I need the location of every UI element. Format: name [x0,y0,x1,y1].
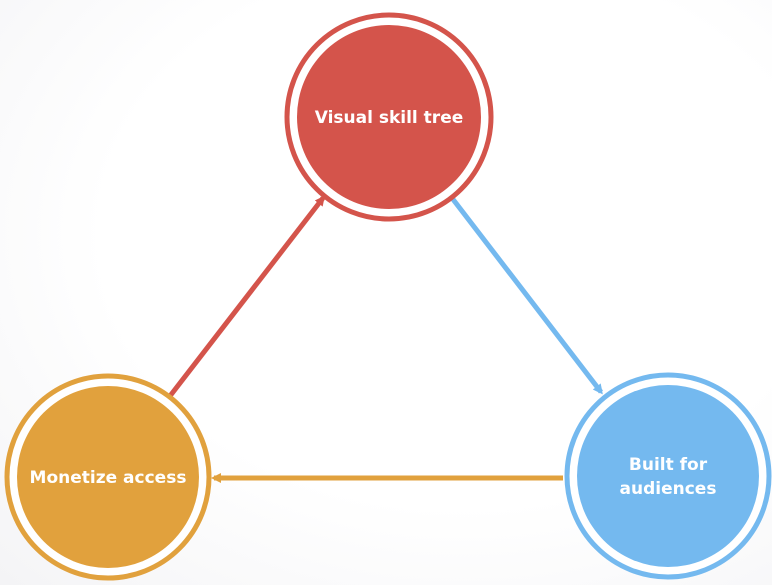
arrow-top-to-right [450,196,603,395]
node-visual-skill-tree: Visual skill tree [284,12,494,222]
node-built-for-audiences-fill [577,385,759,567]
node-built-for-audiences-label-line2: audiences [620,479,717,499]
arrow-left-to-top [168,195,325,398]
node-visual-skill-tree-label: Visual skill tree [315,108,464,128]
node-monetize-access-fill [17,386,199,568]
node-monetize-access-label: Monetize access [30,468,187,488]
node-built-for-audiences: Built for audiences [564,372,772,580]
node-built-for-audiences-label-line1: Built for [629,455,708,475]
node-visual-skill-tree-fill [297,25,481,209]
node-monetize-access: Monetize access [4,373,212,581]
